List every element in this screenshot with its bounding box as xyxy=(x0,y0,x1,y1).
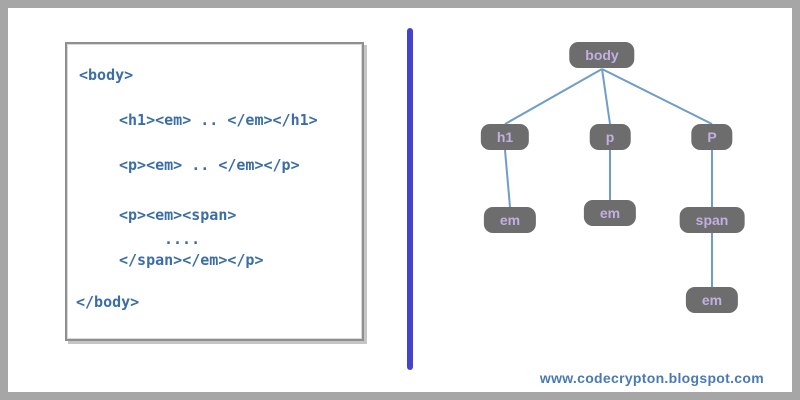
tree-node-em-under-h1: em xyxy=(483,207,537,233)
code-line-dots: .... xyxy=(164,230,201,248)
edge-body-p-right xyxy=(601,68,713,125)
tree-node-span: span xyxy=(679,207,745,233)
diagram-canvas: <body> <h1><em> .. </em></h1> <p><em> ..… xyxy=(8,8,792,392)
code-panel: <body> <h1><em> .. </em></h1> <p><em> ..… xyxy=(65,42,364,341)
edge-body-h1 xyxy=(504,68,603,125)
edge-body-p-left xyxy=(601,68,611,125)
tree-node-h1: h1 xyxy=(480,124,530,150)
watermark-url: www.codecrypton.blogspot.com xyxy=(539,370,764,386)
code-line-body-open: <body> xyxy=(79,66,134,84)
tree-node-p-left: p xyxy=(589,124,631,150)
tree-node-em-under-span: em xyxy=(685,287,739,313)
dom-tree: body h1 p P em em span em xyxy=(430,20,790,360)
code-line-p-span-open: <p><em><span> xyxy=(119,206,237,224)
tree-node-em-under-p: em xyxy=(583,200,637,226)
code-line-body-close: </body> xyxy=(76,293,140,311)
tree-node-p-right: P xyxy=(691,124,733,150)
edge-h1-em xyxy=(504,149,511,208)
tree-node-body: body xyxy=(569,42,635,68)
code-line-span-close: </span></em></p> xyxy=(119,251,264,269)
tree-edges xyxy=(504,68,713,287)
code-line-p: <p><em> .. </em></p> xyxy=(119,156,300,174)
divider-line xyxy=(407,28,413,370)
code-line-h1: <h1><em> .. </em></h1> xyxy=(119,111,318,129)
